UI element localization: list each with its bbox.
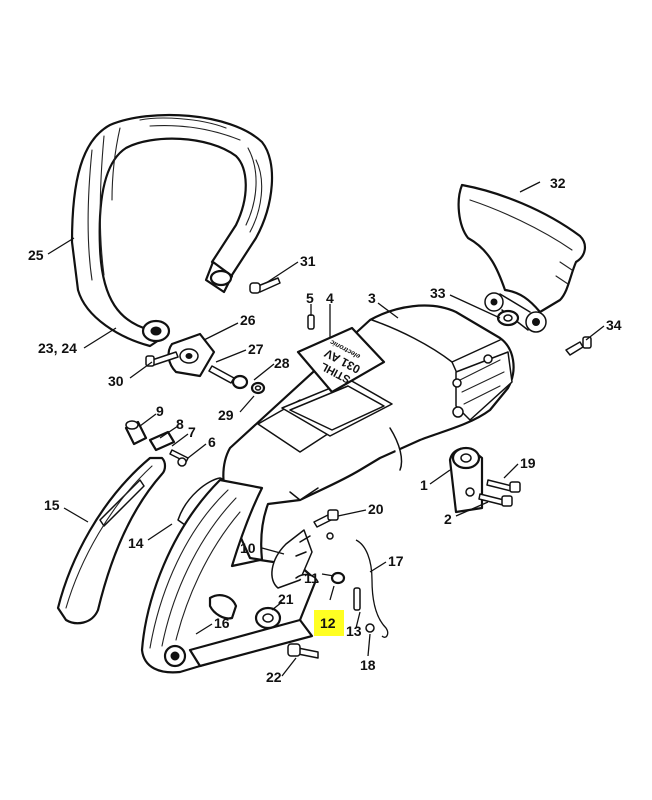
callout-29: 29 xyxy=(218,407,234,423)
callout-5: 5 xyxy=(306,290,314,306)
fasteners-top-left xyxy=(145,332,266,395)
callout-12: 12 xyxy=(320,615,336,631)
right-bracket xyxy=(448,446,521,514)
callout-7: 7 xyxy=(188,424,196,440)
callout-15: 15 xyxy=(44,497,60,513)
callout-1: 1 xyxy=(420,477,428,493)
grip-plate-15 xyxy=(56,456,167,625)
callout-3: 3 xyxy=(368,290,376,306)
callout-8: 8 xyxy=(176,416,184,432)
bottom-frame xyxy=(140,478,318,674)
callout-13: 13 xyxy=(346,623,362,639)
pin-5 xyxy=(307,314,315,330)
callout-2: 2 xyxy=(444,511,452,527)
screw-34 xyxy=(565,336,592,356)
callout-25: 25 xyxy=(28,247,44,263)
screw-31 xyxy=(249,277,281,294)
callout-14: 14 xyxy=(128,535,144,551)
leader-lines xyxy=(47,181,605,677)
callout-33: 33 xyxy=(430,285,446,301)
callout-27: 27 xyxy=(248,341,264,357)
callout-31: 31 xyxy=(300,253,316,269)
callout-26: 26 xyxy=(240,312,256,328)
callout-28: 28 xyxy=(274,355,290,371)
model-decal: STIHL 031 AV electronic xyxy=(296,326,386,394)
callout-6: 6 xyxy=(208,434,216,450)
hardware-9-8-7-6 xyxy=(124,420,189,467)
callout-17: 17 xyxy=(388,553,404,569)
callout-16: 16 xyxy=(214,615,230,631)
rear-guard-plate xyxy=(457,183,586,333)
callout-32: 32 xyxy=(550,175,566,191)
callout-9: 9 xyxy=(156,403,164,419)
callout-labels: 32 25 31 5 4 3 33 34 26 23, 24 27 30 28 … xyxy=(28,175,622,685)
callout-23-24: 23, 24 xyxy=(38,340,77,356)
callout-21: 21 xyxy=(278,591,294,607)
callout-19: 19 xyxy=(520,455,536,471)
callout-11: 11 xyxy=(304,570,319,586)
callout-34: 34 xyxy=(606,317,622,333)
bushing-33 xyxy=(496,309,520,327)
callout-12-highlight xyxy=(314,610,344,636)
front-handlebar xyxy=(70,113,274,348)
callout-18: 18 xyxy=(360,657,376,673)
callout-4: 4 xyxy=(326,290,334,306)
callout-30: 30 xyxy=(108,373,124,389)
callout-10: 10 xyxy=(240,540,256,556)
callout-22: 22 xyxy=(266,669,282,685)
housing-body xyxy=(222,304,515,562)
callout-20: 20 xyxy=(368,501,384,517)
